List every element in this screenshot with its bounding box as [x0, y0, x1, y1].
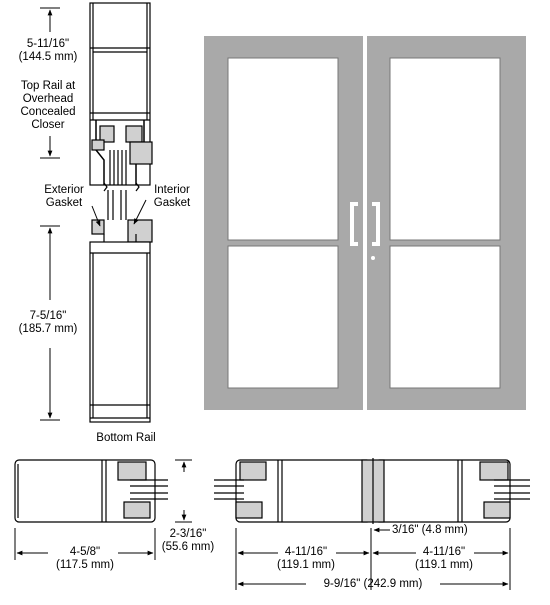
right-pull-handle: [372, 202, 380, 246]
stile-width-label: 4-5/8" (117.5 mm): [56, 546, 114, 571]
right-lower-glass: [389, 245, 501, 389]
left-lower-glass: [227, 245, 339, 389]
door-elevation: [204, 36, 526, 410]
stile-plan-section: [14, 459, 168, 523]
interior-gasket-leader: [133, 199, 147, 225]
exterior-gasket-leader: [91, 205, 101, 227]
bottom-rail-caption: Bottom Rail: [96, 432, 156, 444]
top-dimension-line: [40, 7, 60, 159]
top-rail-caption: Top Rail at Overhead Concealed Closer: [20, 80, 76, 131]
left-upper-glass: [227, 57, 339, 241]
top-rail-dimension-label: 5-11/16" (144.5 mm): [18, 38, 78, 63]
left-leaf-width-label: 4-11/16" (119.1 mm): [277, 546, 335, 571]
meeting-gap-label: 3/16" (4.8 mm): [392, 524, 468, 536]
interior-gasket-label: Interior Gasket: [153, 184, 191, 209]
overall-width-label: 9-9/16" (242.9 mm): [323, 578, 423, 590]
bottom-rail-dimension-label: 7-5/16" (185.7 mm): [18, 310, 78, 335]
right-upper-glass: [389, 57, 501, 241]
exterior-gasket-label: Exterior Gasket: [44, 184, 84, 209]
vertical-section: [89, 2, 153, 423]
bottom-rail-section: [89, 219, 153, 423]
lock-cylinder: [371, 256, 375, 260]
meeting-stiles-plan-section: [214, 458, 530, 524]
stile-depth-label: 2-3/16" (55.6 mm): [161, 528, 215, 553]
top-rail-section: [89, 2, 153, 186]
left-pull-handle: [350, 202, 358, 246]
leaf-width-dimension-lines: [235, 528, 511, 590]
stile-depth-dimension-line: [175, 459, 192, 523]
bottom-dimension-line: [40, 225, 60, 421]
stile-width-dimension-line: [14, 528, 156, 560]
right-leaf-width-label: 4-11/16" (119.1 mm): [415, 546, 473, 571]
